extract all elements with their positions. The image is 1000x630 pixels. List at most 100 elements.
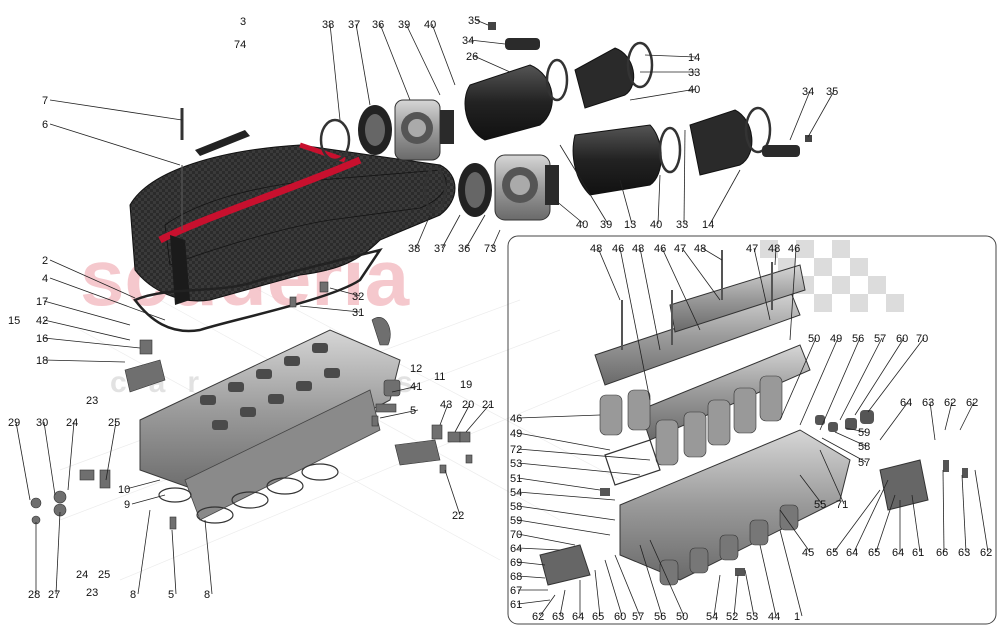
callout-number: 21 xyxy=(482,399,494,411)
gasket-part xyxy=(133,248,383,333)
leader-line xyxy=(43,359,126,363)
callout-number: 5 xyxy=(168,589,174,601)
callout-number: 38 xyxy=(408,243,420,255)
callout-number: 14 xyxy=(688,52,700,64)
callout-number: 53 xyxy=(510,458,522,470)
callout-number: 52 xyxy=(726,611,738,623)
leader-line xyxy=(415,214,431,249)
leader-line xyxy=(517,491,616,501)
left-small-parts xyxy=(30,281,473,530)
callout-number: 25 xyxy=(98,569,110,581)
leader-line xyxy=(681,247,721,301)
callout-number: 54 xyxy=(510,487,522,499)
callout-number: 40 xyxy=(424,19,436,31)
leader-line xyxy=(405,23,441,96)
callout-number: 37 xyxy=(348,19,360,31)
callout-number: 2 xyxy=(42,255,48,267)
leader-line xyxy=(683,129,686,225)
callout-number: 35 xyxy=(468,15,480,27)
callout-number: 13 xyxy=(624,219,636,231)
callout-number: 50 xyxy=(808,333,820,345)
leader-line xyxy=(867,337,925,413)
leader-line xyxy=(465,403,491,433)
leader-line xyxy=(929,401,936,441)
callout-number: 64 xyxy=(846,547,858,559)
callout-number: 43 xyxy=(440,399,452,411)
leader-line xyxy=(517,575,546,579)
leader-line xyxy=(597,247,621,301)
callout-number: 46 xyxy=(654,243,666,255)
callout-number: 47 xyxy=(674,243,686,255)
leader-line xyxy=(619,179,633,225)
callout-number: 44 xyxy=(768,611,780,623)
leader-line xyxy=(517,477,601,491)
leader-line xyxy=(944,401,953,431)
callout-number: 15 xyxy=(8,315,20,327)
leader-line xyxy=(753,247,771,321)
callout-number: 64 xyxy=(510,543,522,555)
leader-line xyxy=(779,529,803,617)
leader-line xyxy=(559,589,566,617)
callout-number: 62 xyxy=(966,397,978,409)
callout-number: 23 xyxy=(86,395,98,407)
callout-number: 36 xyxy=(458,243,470,255)
callout-number: 70 xyxy=(510,529,522,541)
leader-line xyxy=(639,544,663,617)
leader-line xyxy=(639,247,661,351)
callout-number: 65 xyxy=(826,547,838,559)
leader-line xyxy=(517,432,611,451)
leader-line xyxy=(539,594,556,617)
leader-line xyxy=(137,509,151,595)
leader-line xyxy=(125,479,161,490)
leader-line xyxy=(774,247,777,266)
leader-line xyxy=(629,88,697,101)
leader-line xyxy=(329,23,341,121)
callout-number: 48 xyxy=(694,243,706,255)
carbon-intake-plenum xyxy=(129,142,456,305)
detail-box xyxy=(507,235,997,625)
leader-line xyxy=(43,421,56,496)
leader-line xyxy=(43,300,131,326)
leader-line xyxy=(517,547,561,551)
leader-line xyxy=(807,90,835,138)
leader-line xyxy=(55,511,61,595)
callout-number: 63 xyxy=(922,397,934,409)
leader-line xyxy=(854,337,905,416)
callout-number: 62 xyxy=(532,611,544,623)
callout-number: 28 xyxy=(28,589,40,601)
leader-line xyxy=(649,539,685,617)
leader-line xyxy=(713,574,721,617)
detail-plenum-base xyxy=(539,410,968,586)
leader-line xyxy=(439,403,449,426)
leader-line xyxy=(517,599,551,605)
callout-number: 62 xyxy=(980,547,992,559)
leader-line xyxy=(819,449,845,505)
callout-number: 61 xyxy=(912,547,924,559)
callout-number: 55 xyxy=(814,499,826,511)
leader-line xyxy=(465,214,486,249)
callout-number: 46 xyxy=(612,243,624,255)
callout-number: 37 xyxy=(434,243,446,255)
detail-runners xyxy=(594,250,811,466)
callout-number: 16 xyxy=(36,333,48,345)
callout-number: 9 xyxy=(124,499,130,511)
leader-line xyxy=(911,494,921,553)
callout-number: 33 xyxy=(676,219,688,231)
callout-number: 17 xyxy=(36,296,48,308)
left-intake-manifold xyxy=(139,329,401,524)
callout-number: 50 xyxy=(676,611,688,623)
leader-line xyxy=(619,247,651,401)
callout-number: 33 xyxy=(688,67,700,79)
leader-line xyxy=(875,494,896,553)
leader-line xyxy=(517,448,651,461)
leader-line xyxy=(49,277,166,321)
callout-number: 65 xyxy=(592,611,604,623)
callout-number: 65 xyxy=(868,547,880,559)
callout-number: 61 xyxy=(510,599,522,611)
leader-line xyxy=(789,247,797,341)
callout-number: 60 xyxy=(614,611,626,623)
leader-line xyxy=(833,489,881,553)
leader-line xyxy=(517,561,546,566)
